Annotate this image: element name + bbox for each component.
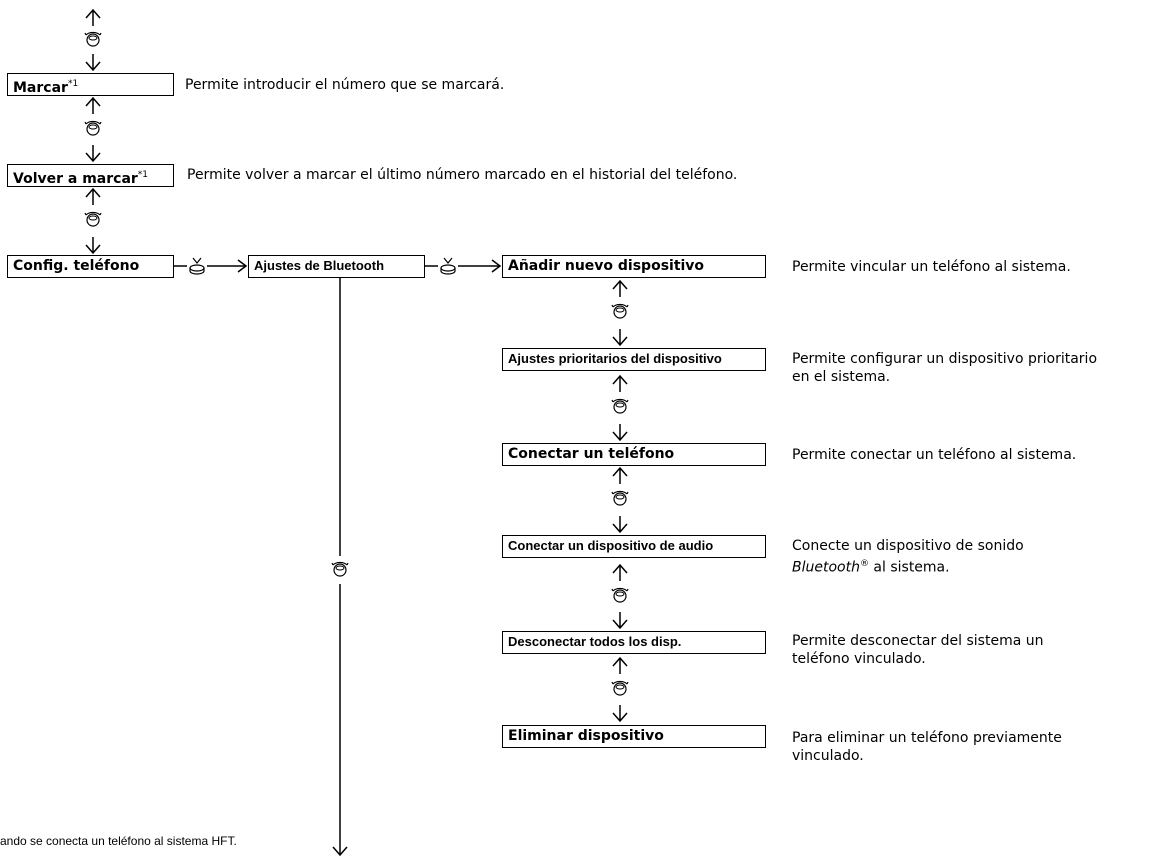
description-line: Permite desconectar del sistema un xyxy=(792,633,1044,649)
description-marcar: Permite introducir el número que se marc… xyxy=(185,77,505,93)
registered-mark: ® xyxy=(859,559,869,569)
menu-item-label: Marcar xyxy=(13,80,68,96)
menu-item-conectar-audio[interactable]: Conectar un dispositivo de audio xyxy=(502,535,766,558)
rotate-knob-icon xyxy=(611,303,629,319)
description-line: Para eliminar un teléfono previamente xyxy=(792,730,1062,746)
description-line: en el sistema. xyxy=(792,369,891,385)
menu-item-conectar-telefono[interactable]: Conectar un teléfono xyxy=(502,443,766,466)
rotate-knob-icon xyxy=(84,120,102,136)
description-anadir-dispositivo: Permite vincular un teléfono al sistema. xyxy=(792,259,1071,275)
menu-item-label: Volver a marcar xyxy=(13,171,138,187)
menu-item-config-telefono[interactable]: Config. teléfono xyxy=(7,255,174,278)
footnote-marker: *1 xyxy=(67,79,79,89)
description-line: Conecte un dispositivo de sonido xyxy=(792,538,1024,554)
menu-item-label: Conectar un teléfono xyxy=(508,446,675,462)
footnote-marker: *1 xyxy=(137,170,149,180)
menu-item-volver-a-marcar[interactable]: Volver a marcar*1 xyxy=(7,164,174,187)
rotate-knob-icon xyxy=(611,490,629,506)
rotate-knob-icon xyxy=(611,680,629,696)
menu-item-label: Ajustes de Bluetooth xyxy=(254,258,385,273)
rotate-knob-icon xyxy=(331,561,349,577)
description-line: vinculado. xyxy=(792,748,864,764)
description-ajustes-prioritarios: Permite configurar un dispositivo priori… xyxy=(792,350,1097,386)
menu-item-label: Conectar un dispositivo de audio xyxy=(508,538,714,553)
menu-item-label: Desconectar todos los disp. xyxy=(508,634,682,649)
bluetooth-brand: Bluetooth xyxy=(792,559,860,576)
menu-item-label: Eliminar dispositivo xyxy=(508,728,664,744)
description-line: Permite configurar un dispositivo priori… xyxy=(792,351,1098,367)
description-line: al sistema. xyxy=(868,559,950,576)
menu-item-ajustes-bluetooth[interactable]: Ajustes de Bluetooth xyxy=(248,255,425,278)
menu-item-ajustes-prioritarios[interactable]: Ajustes prioritarios del dispositivo xyxy=(502,348,766,371)
description-conectar-telefono: Permite conectar un teléfono al sistema. xyxy=(792,447,1077,463)
menu-item-marcar[interactable]: Marcar*1 xyxy=(7,73,174,96)
menu-item-label: Añadir nuevo dispositivo xyxy=(508,258,705,274)
menu-item-label: Config. teléfono xyxy=(13,258,140,274)
description-eliminar-dispositivo: Para eliminar un teléfono previamente vin… xyxy=(792,729,1062,765)
press-knob-icon xyxy=(189,257,205,275)
press-knob-icon xyxy=(440,257,456,275)
menu-item-anadir-dispositivo[interactable]: Añadir nuevo dispositivo xyxy=(502,255,766,278)
rotate-knob-icon xyxy=(84,211,102,227)
menu-item-desconectar-todos[interactable]: Desconectar todos los disp. xyxy=(502,631,766,654)
rotate-knob-icon xyxy=(84,31,102,47)
description-line: teléfono vinculado. xyxy=(792,651,926,667)
menu-item-label: Ajustes prioritarios del dispositivo xyxy=(508,351,722,366)
menu-item-eliminar-dispositivo[interactable]: Eliminar dispositivo xyxy=(502,725,766,748)
footnote-text: ando se conecta un teléfono al sistema H… xyxy=(0,834,237,848)
description-volver-a-marcar: Permite volver a marcar el último número… xyxy=(187,167,738,183)
rotate-knob-icon xyxy=(611,587,629,603)
description-desconectar-todos: Permite desconectar del sistema un teléfo… xyxy=(792,632,1044,668)
rotate-knob-icon xyxy=(611,398,629,414)
